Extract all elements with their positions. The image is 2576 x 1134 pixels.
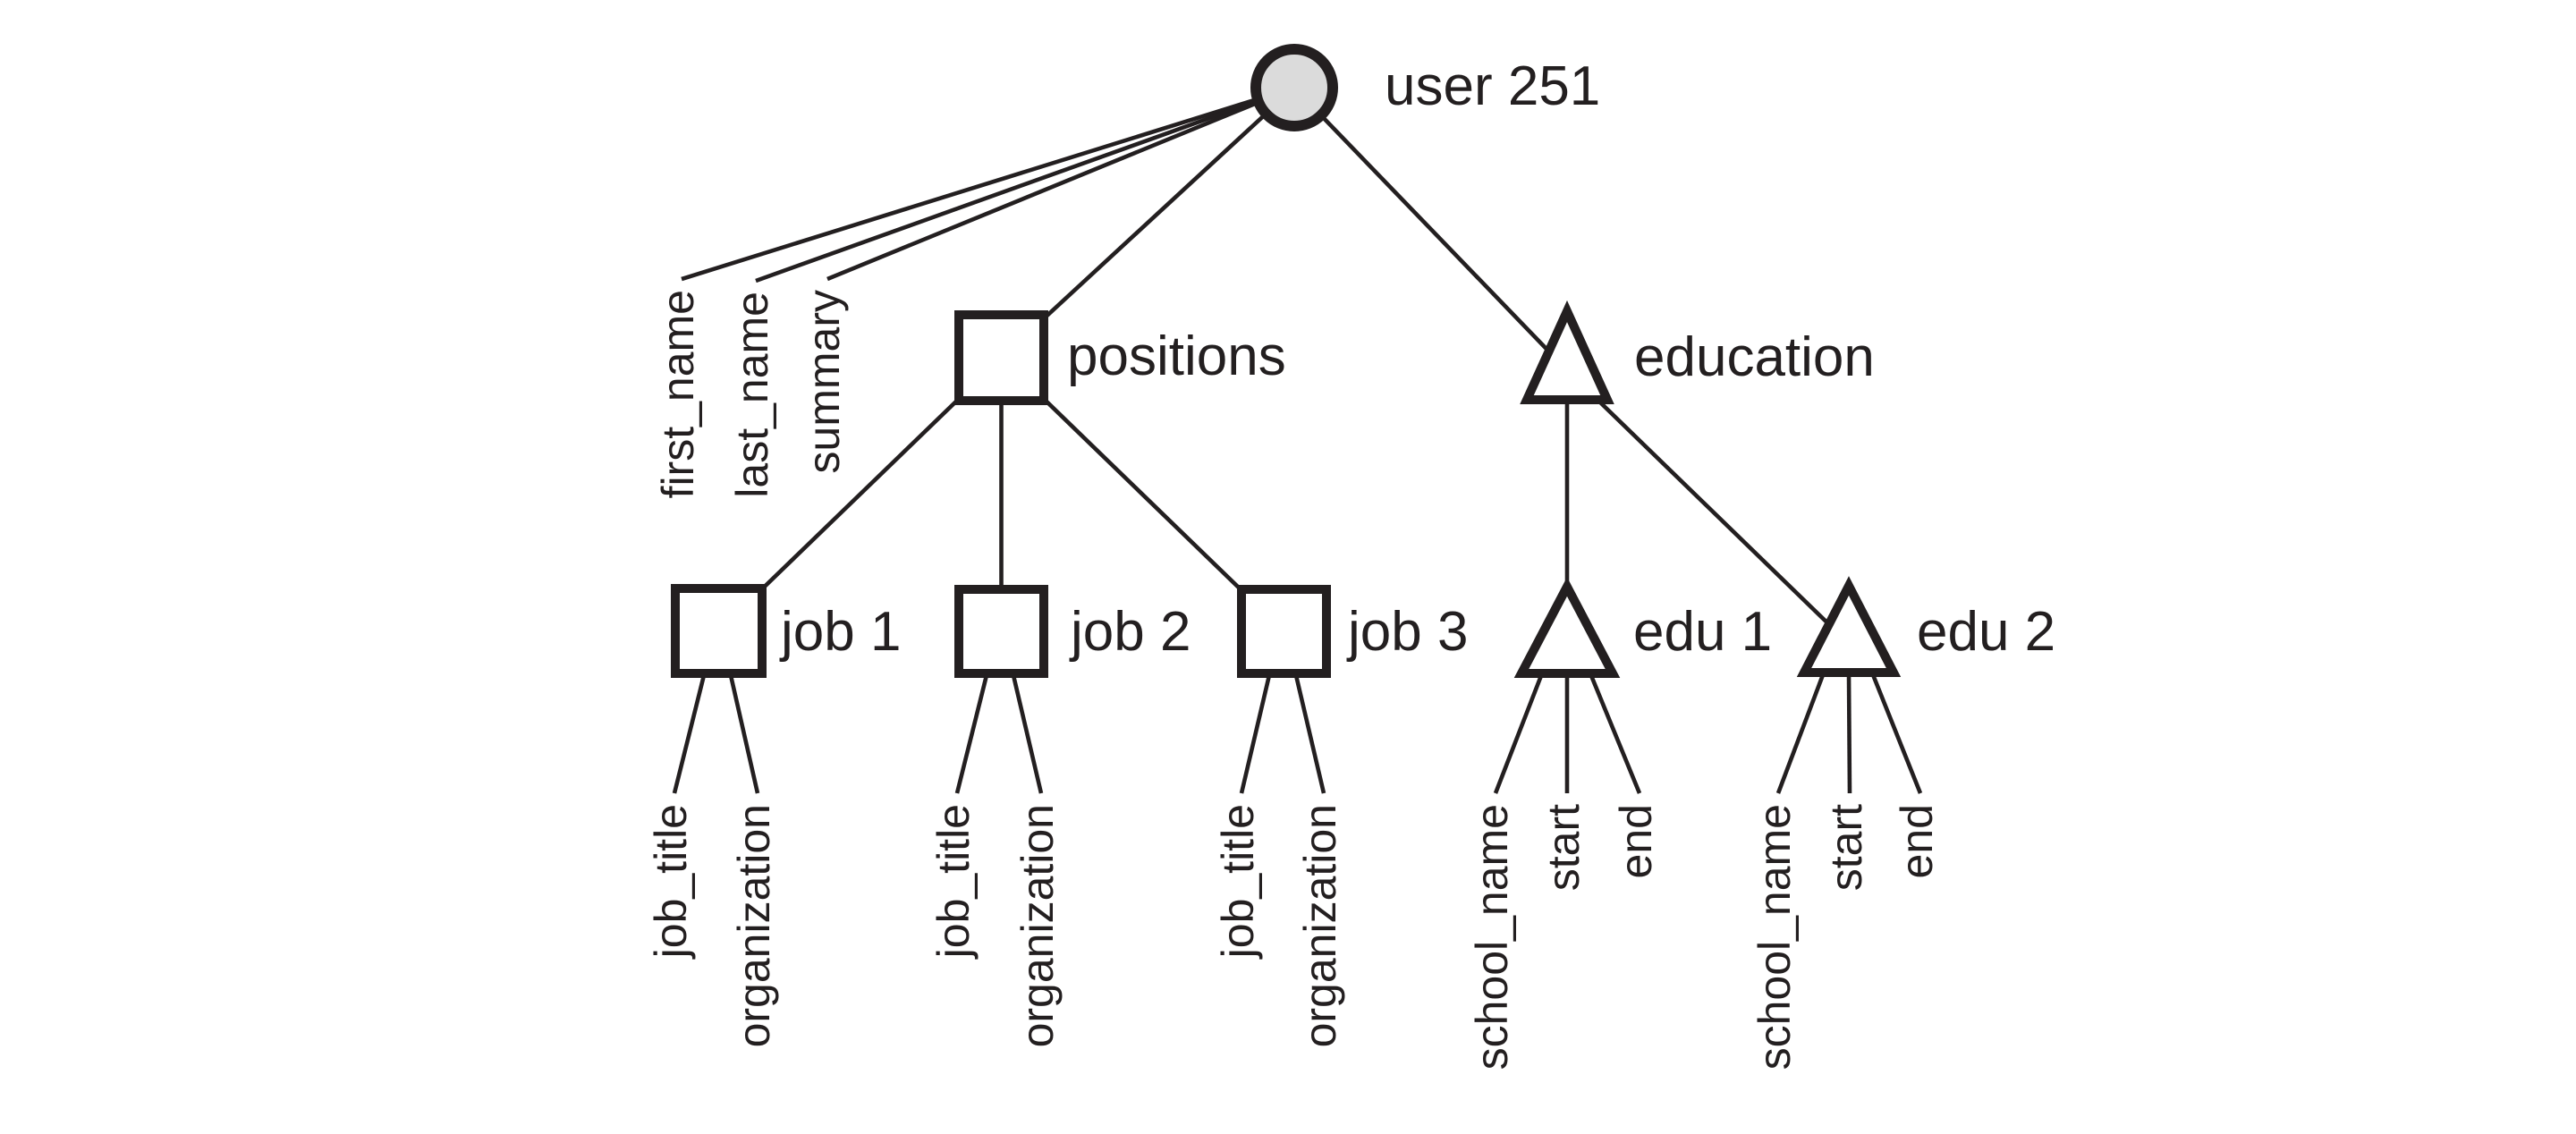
leaf-label-job-2-job-title: job_title — [928, 804, 979, 960]
edge-user-251-education — [1292, 86, 1569, 372]
node-job-3 — [1237, 585, 1331, 678]
leaf-label-edu-1-end: end — [1611, 804, 1661, 878]
node-job-1 — [671, 584, 767, 678]
edge-user-251-last-name — [755, 85, 1295, 284]
edge-education-edu-2 — [1565, 368, 1851, 646]
node-label-user-251: user 251 — [1385, 55, 1600, 117]
edge-user-251-first-name — [681, 85, 1295, 282]
node-label-job-3: job 3 — [1346, 601, 1468, 663]
leaf-label-summary: summary — [799, 290, 849, 474]
leaf-label-job-3-job-title: job_title — [1213, 804, 1263, 960]
leaf-label-edu-1-start: start — [1538, 804, 1589, 891]
edge-edu-1-edu-1-school-name — [1493, 673, 1545, 794]
leaf-label-edu-2-end: end — [1892, 804, 1942, 878]
node-label-job-2: job 2 — [1069, 601, 1191, 663]
leaf-label-job-2-organization: organization — [1013, 804, 1063, 1047]
node-label-edu-2: edu 2 — [1917, 601, 2055, 663]
node-user-251 — [1250, 44, 1338, 131]
node-job-2 — [954, 585, 1048, 678]
edge-user-251-positions — [999, 86, 1296, 360]
edge-edu-2-edu-2-start — [1846, 672, 1852, 794]
edge-edu-2-edu-2-end — [1869, 672, 1923, 794]
edges-layer — [672, 85, 1923, 794]
leaf-label-job-3-organization: organization — [1295, 804, 1345, 1047]
node-education — [1520, 300, 1614, 404]
node-positions — [954, 310, 1048, 405]
node-label-education: education — [1634, 326, 1875, 388]
edge-job-2-job-2-organization — [1011, 673, 1044, 794]
edge-job-3-job-3-organization — [1293, 673, 1326, 794]
edge-edu-2-edu-2-school-name — [1775, 672, 1826, 794]
leaf-label-job-1-job-title: job_title — [646, 804, 696, 960]
edge-edu-1-edu-1-end — [1588, 673, 1642, 794]
leaf-label-edu-1-school-name: school_name — [1467, 804, 1517, 1070]
node-edu-2 — [1796, 576, 1902, 677]
edge-user-251-summary — [826, 85, 1295, 282]
node-label-edu-1: edu 1 — [1633, 601, 1772, 663]
node-label-positions: positions — [1067, 326, 1286, 387]
leaf-label-edu-2-school-name: school_name — [1750, 804, 1800, 1070]
leaf-label-job-1-organization: organization — [729, 804, 779, 1047]
edge-positions-job-3 — [999, 356, 1286, 633]
edge-job-1-job-1-organization — [728, 673, 760, 794]
node-label-job-1: job 1 — [779, 601, 901, 663]
edge-job-1-job-1-job-title — [672, 673, 707, 794]
leaf-label-edu-2-start: start — [1821, 804, 1871, 891]
node-edu-1 — [1513, 577, 1621, 678]
leaf-label-first-name: first_name — [653, 290, 703, 498]
leaf-label-last-name: last_name — [727, 292, 777, 498]
edge-job-2-job-2-job-title — [954, 673, 989, 794]
edge-job-3-job-3-job-title — [1239, 673, 1272, 794]
